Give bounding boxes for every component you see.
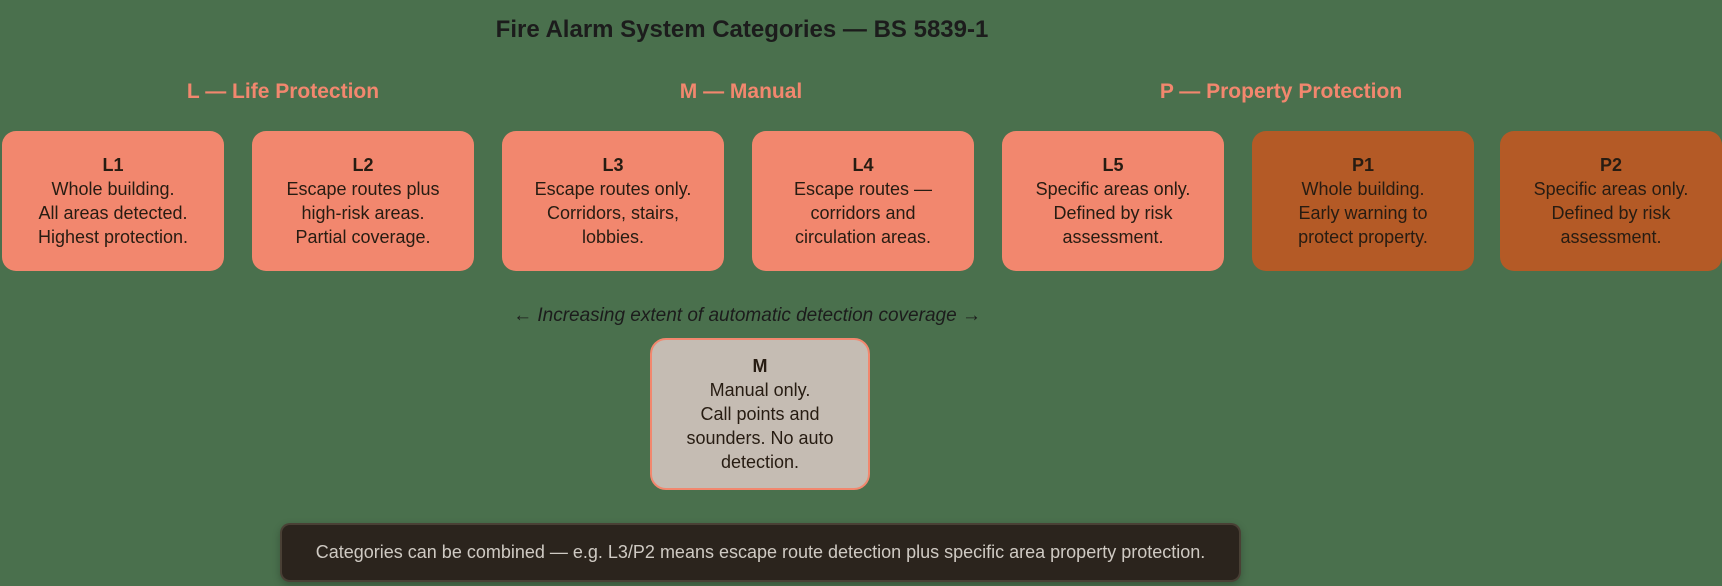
- category-card-l5: L5 Specific areas only. Defined by risk …: [1002, 131, 1224, 271]
- coverage-axis-annotation: ← Increasing extent of automatic detecti…: [513, 305, 981, 327]
- card-body: Escape routes plus high-risk areas. Part…: [286, 179, 440, 247]
- combination-note: Categories can be combined — e.g. L3/P2 …: [280, 523, 1241, 582]
- card-code: L4: [852, 155, 874, 175]
- category-card-l1: L1 Whole building. All areas detected. H…: [2, 131, 224, 271]
- category-card-l2: L2 Escape routes plus high-risk areas. P…: [252, 131, 474, 271]
- card-code: L3: [602, 155, 624, 175]
- diagram-title: Fire Alarm System Categories — BS 5839-1: [495, 16, 989, 43]
- card-code: P2: [1599, 155, 1623, 175]
- coverage-axis-label: Increasing extent of automatic detection…: [537, 305, 962, 326]
- category-card-l3: L3 Escape routes only. Corridors, stairs…: [502, 131, 724, 271]
- category-card-l4: L4 Escape routes — corridors and circula…: [752, 131, 974, 271]
- left-arrow-icon: ←: [513, 305, 533, 326]
- group-header-manual: M — Manual: [679, 80, 803, 103]
- card-body: Specific areas only. Defined by risk ass…: [1035, 179, 1191, 247]
- category-card-p1: P1 Whole building. Early warning to prot…: [1252, 131, 1474, 271]
- card-body: Escape routes only. Corridors, stairs, l…: [534, 179, 692, 247]
- card-body: Whole building. Early warning to protect…: [1298, 179, 1428, 247]
- card-code: P1: [1351, 155, 1375, 175]
- group-header-property-protection: P — Property Protection: [1159, 80, 1403, 103]
- combination-note-text: Categories can be combined — e.g. L3/P2 …: [315, 542, 1206, 562]
- category-card-p2: P2 Specific areas only. Defined by risk …: [1500, 131, 1722, 271]
- card-body: Specific areas only. Defined by risk ass…: [1533, 179, 1689, 247]
- right-arrow-icon: →: [961, 305, 981, 326]
- group-header-life-protection: L — Life Protection: [186, 80, 380, 103]
- category-card-m: M Manual only. Call points and sounders.…: [650, 338, 870, 490]
- card-code: L5: [1102, 155, 1124, 175]
- card-code: L1: [102, 155, 124, 175]
- card-body: Escape routes — corridors and circulatio…: [793, 179, 933, 247]
- card-code: L2: [352, 155, 374, 175]
- card-body: Whole building. All areas detected. High…: [37, 179, 189, 247]
- card-code: M: [752, 356, 768, 376]
- card-body: Manual only. Call points and sounders. N…: [686, 380, 834, 472]
